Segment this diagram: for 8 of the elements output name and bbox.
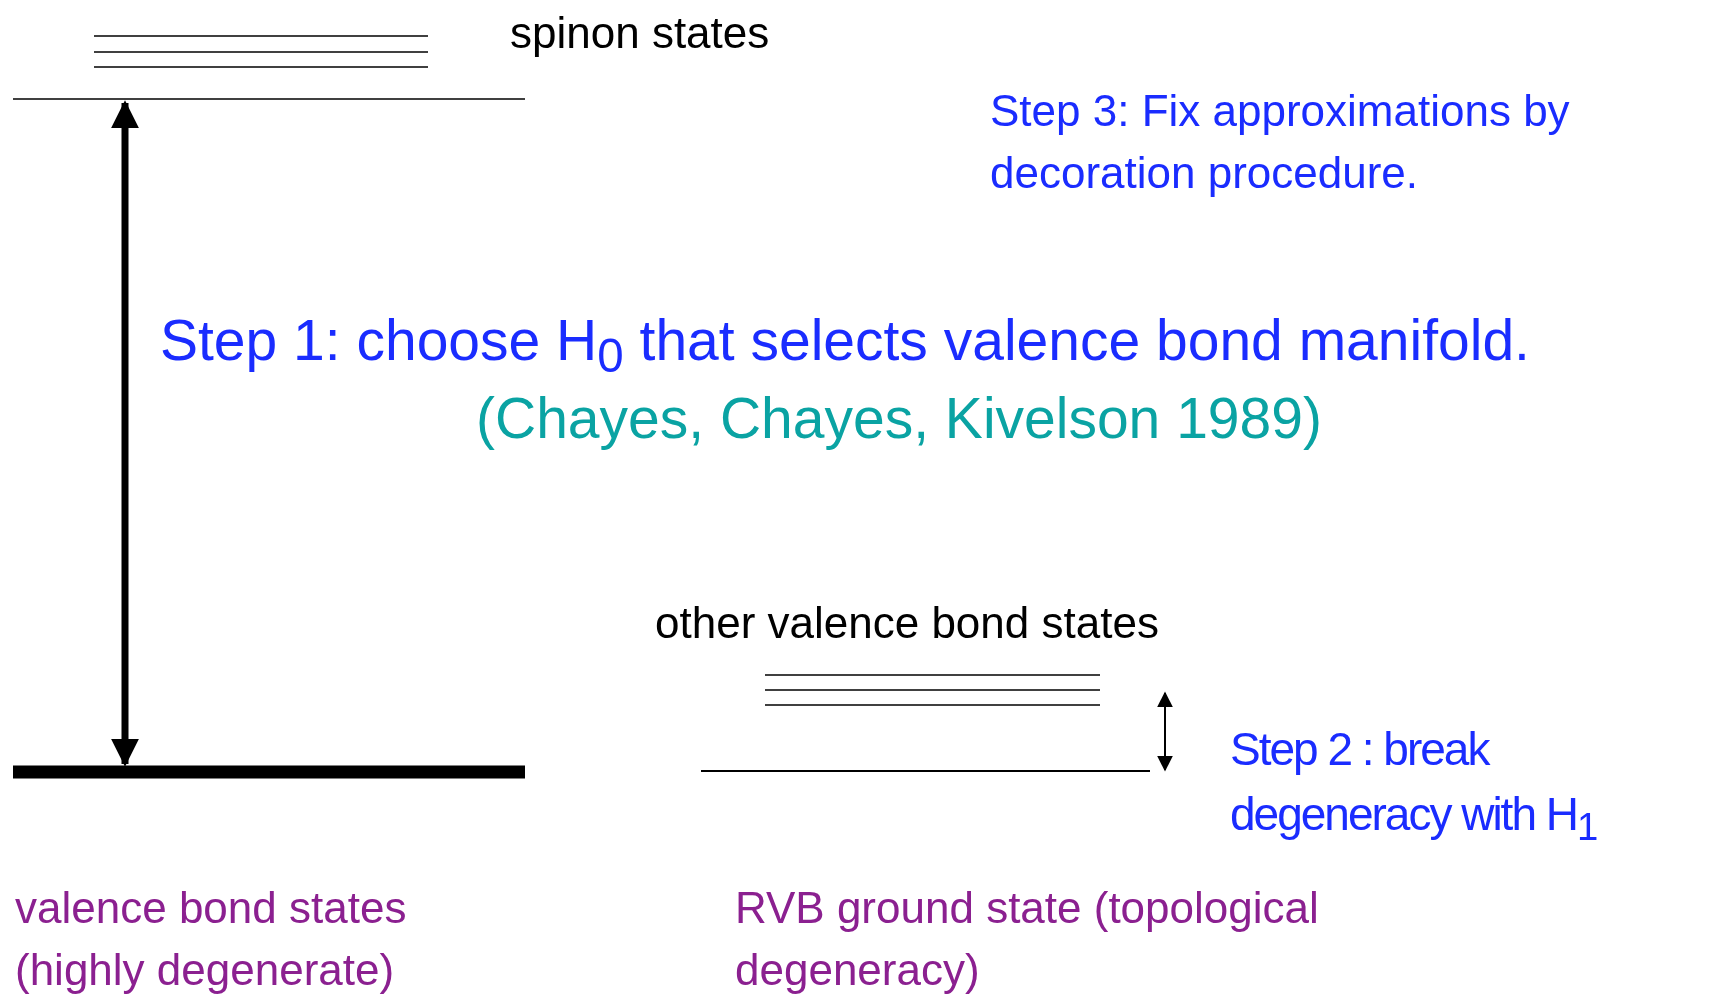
level-label: spinon states — [510, 7, 770, 59]
citation: (Chayes, Chayes, Kivelson 1989) — [476, 385, 1322, 452]
level-caption: valence bond states (highly degenerate) — [15, 882, 408, 997]
step-heading: Step 1: choose H$_{0}$ that selects valence bond manifold. — [160, 307, 1530, 385]
step-note: Step 2 : break degeneracy with H$_{1}$ — [1230, 722, 1598, 851]
level-label: other valence bond states — [655, 597, 1159, 649]
level-caption: RVB ground state (topological degeneracy) — [735, 882, 1320, 997]
step-note: Step 3: Fix approximations by decoration procedure. — [990, 85, 1571, 200]
